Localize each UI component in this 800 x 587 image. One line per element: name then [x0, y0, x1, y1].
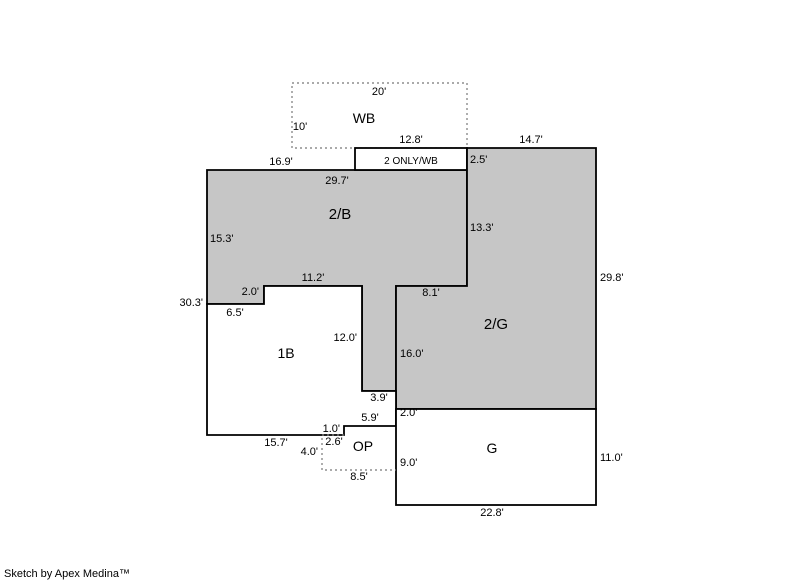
- label-g2-notch-width: 8.1': [422, 287, 439, 299]
- label-g2-top-width: 14.7': [519, 134, 543, 146]
- label-g-left-upper: 2.0': [400, 407, 417, 419]
- label-g-right-height: 11.0': [600, 452, 623, 464]
- label-op-top-width: 2.6': [325, 436, 342, 448]
- label-b1-top-width: 11.2': [302, 272, 325, 284]
- label-strip-height: 2.5': [470, 154, 487, 166]
- op-dotted-outline: [321, 434, 396, 471]
- label-stair-height: 12.0': [333, 332, 357, 344]
- label-strip-width: 12.8': [399, 134, 423, 146]
- label-room-g: G: [487, 440, 498, 456]
- label-jog-width: 5.9': [361, 412, 378, 424]
- label-room-wb: WB: [353, 110, 376, 126]
- label-b1-notch-width: 6.5': [226, 307, 243, 319]
- label-op-bottom-width: 8.5': [350, 471, 367, 483]
- label-g2-left-height: 13.3': [470, 222, 494, 234]
- label-op-left-height: 4.0': [301, 446, 318, 458]
- label-b2-left-height: 15.3': [210, 233, 234, 245]
- label-b2-total-width: 29.7': [325, 175, 349, 187]
- label-g2-inner-height: 16.0': [400, 348, 424, 360]
- label-credit: Sketch by Apex Medina™: [4, 568, 130, 580]
- label-jog-step: 1.0': [323, 423, 340, 435]
- label-stair-width: 3.9': [370, 392, 387, 404]
- label-b2-top-width: 16.9': [269, 156, 293, 168]
- label-strip-name: 2 ONLY/WB: [384, 156, 438, 167]
- label-b1-bottom-width: 15.7': [264, 437, 288, 449]
- region-1b: [206, 285, 397, 436]
- label-wb-height: 10': [293, 121, 307, 133]
- label-g2-right-height: 29.8': [600, 272, 624, 284]
- label-room-op: OP: [353, 438, 373, 454]
- dimension-labels: 20' 10' WB 12.8' 2 ONLY/WB 2.5' 14.7' 16.9' 29.7…: [4, 86, 624, 580]
- label-left-total-height: 30.3': [179, 297, 203, 309]
- label-room-2g: 2/G: [484, 316, 508, 333]
- label-g-bottom-width: 22.8': [480, 507, 504, 519]
- label-room-2b: 2/B: [329, 206, 352, 223]
- label-wb-width: 20': [372, 86, 386, 98]
- label-g-left-lower: 9.0': [400, 457, 417, 469]
- region-g: [395, 408, 597, 506]
- label-room-1b: 1B: [277, 345, 294, 361]
- label-b1-notch-step: 2.0': [242, 286, 259, 298]
